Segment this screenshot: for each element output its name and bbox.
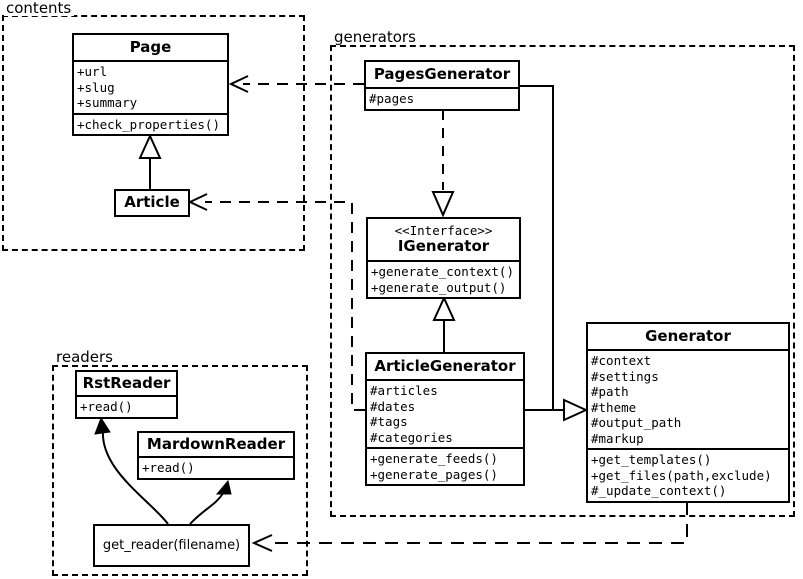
attribute-categories: #categories	[370, 429, 453, 445]
function-box-get-reader[interactable]: get_reader(filename)	[93, 524, 250, 567]
package-generators	[330, 45, 795, 517]
class-mardownreader-methods: +read()	[139, 456, 293, 478]
method-generate-context: +generate_context()	[371, 264, 514, 279]
attribute-summary: +summary	[77, 95, 138, 110]
class-box-pagesgenerator[interactable]: PagesGenerator #pages	[364, 60, 520, 111]
attribute-markup: #markup	[591, 430, 644, 446]
attribute-pages: #pages	[369, 91, 415, 106]
attribute-url: +url	[77, 64, 108, 79]
attribute-context: #context	[591, 353, 652, 368]
class-igenerator-stereotype: <<Interface>>	[394, 223, 493, 238]
attribute-path: #path	[591, 384, 629, 399]
class-generator-methods: +get_templates() +get_files(path,exclude…	[588, 448, 788, 501]
class-articlegenerator-attributes: #articles #dates #tags #categories	[367, 379, 523, 447]
method-generate-output: +generate_output()	[371, 279, 507, 295]
attribute-theme: #theme	[591, 399, 637, 415]
class-igenerator-methods: +generate_context() +generate_output()	[368, 260, 519, 297]
class-box-rstreader[interactable]: RstReader +read()	[75, 370, 178, 419]
class-pagesgenerator-name: PagesGenerator	[373, 65, 511, 83]
package-generators-label: generators	[332, 29, 419, 45]
class-article-name: Article	[124, 193, 180, 211]
package-contents-label: contents	[4, 0, 75, 16]
class-mardownreader-name: MardownReader	[146, 435, 286, 453]
package-readers-label: readers	[54, 349, 116, 365]
attribute-slug: +slug	[77, 79, 115, 95]
class-page-name: Page	[129, 38, 172, 56]
class-box-articlegenerator[interactable]: ArticleGenerator #articles #dates #tags …	[365, 352, 525, 486]
class-box-generator[interactable]: Generator #context #settings #path #them…	[586, 322, 790, 503]
attribute-dates: #dates	[370, 398, 416, 414]
class-pagesgenerator-attributes: #pages	[366, 87, 518, 109]
attribute-tags: #tags	[370, 414, 408, 429]
class-articlegenerator-methods: +generate_feeds() +generate_pages()	[367, 447, 523, 484]
class-generator-attributes: #context #settings #path #theme #output_…	[588, 349, 788, 448]
method-update-context: #_update_context()	[591, 483, 727, 498]
class-box-article[interactable]: Article	[114, 189, 190, 217]
method-get-files: +get_files(path,exclude)	[591, 467, 772, 483]
attribute-settings: #settings	[591, 368, 659, 384]
class-generator-name: Generator	[645, 327, 731, 345]
class-igenerator-title: IGenerator	[397, 237, 490, 255]
package-contents	[2, 15, 305, 251]
class-rstreader-name: RstReader	[82, 374, 171, 392]
class-page-attributes: +url +slug +summary	[74, 60, 227, 113]
method-mardownreader-read: +read()	[142, 460, 195, 475]
class-page-methods: +check_properties()	[74, 112, 227, 135]
class-articlegenerator-name: ArticleGenerator	[374, 357, 516, 375]
class-box-igenerator[interactable]: <<Interface>> IGenerator +generate_conte…	[366, 217, 521, 299]
method-get-templates: +get_templates()	[591, 452, 712, 467]
class-rstreader-methods: +read()	[77, 395, 176, 417]
class-igenerator-name: <<Interface>> IGenerator	[368, 219, 519, 260]
attribute-output-path: #output_path	[591, 415, 682, 430]
class-box-page[interactable]: Page +url +slug +summary +check_properti…	[72, 33, 229, 136]
method-generate-pages: +generate_pages()	[370, 466, 498, 482]
attribute-articles: #articles	[370, 383, 438, 398]
method-rstreader-read: +read()	[80, 399, 133, 414]
class-box-mardownreader[interactable]: MardownReader +read()	[137, 431, 295, 480]
method-generate-feeds: +generate_feeds()	[370, 451, 498, 466]
method-check-properties: +check_properties()	[77, 116, 220, 132]
function-get-reader-label: get_reader(filename)	[102, 538, 241, 553]
package-readers	[52, 365, 308, 576]
